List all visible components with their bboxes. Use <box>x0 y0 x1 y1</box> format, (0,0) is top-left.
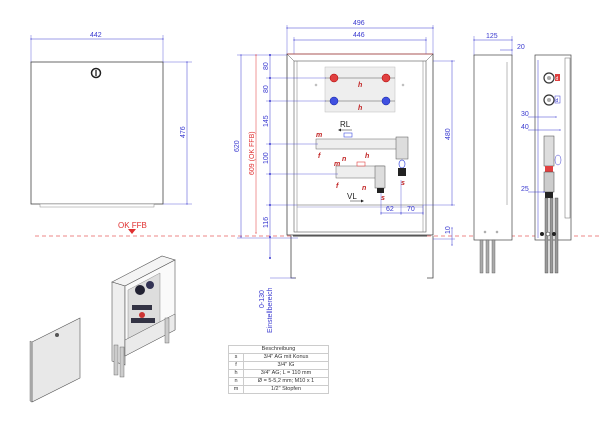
part-label-s: s <box>381 195 385 202</box>
side-view: 125 20 <box>473 33 525 274</box>
inner-height-label: 480 <box>445 128 452 140</box>
total-height-label: 620 <box>234 140 241 152</box>
isometric-door <box>29 317 81 403</box>
supply-flow-label: VL <box>347 192 357 201</box>
valve-red-icon <box>329 73 339 83</box>
spacing-label: 80 <box>263 85 270 93</box>
part-label-s: s <box>401 180 405 187</box>
offset-label: 62 <box>386 206 394 213</box>
ok-ffb-label: OK FFB <box>118 221 147 230</box>
cover-height-label: 476 <box>180 126 187 138</box>
section-offset-label: 25 <box>521 186 529 193</box>
part-label-h: h <box>358 105 362 112</box>
svg-text:d: d <box>556 76 559 82</box>
spacing-label: 80 <box>263 62 270 70</box>
part-label-m: m <box>316 132 322 139</box>
ok-ffb-height-label: 609 (OK FFB) <box>249 131 256 175</box>
inner-width-label: 446 <box>353 32 365 39</box>
svg-text:d: d <box>556 98 559 104</box>
cover-panel <box>30 61 164 205</box>
part-label-m: m <box>334 161 340 168</box>
valve-red-icon <box>381 73 391 83</box>
frame-label: 20 <box>517 44 525 51</box>
spacing-label: 116 <box>263 217 270 228</box>
depth-label: 125 <box>486 33 498 40</box>
part-label-h: h <box>358 82 362 89</box>
cover-width-label: 442 <box>90 32 102 39</box>
legend-title: Beschreibung <box>228 345 329 354</box>
offset-label: 70 <box>407 206 415 213</box>
part-label-f: f <box>318 153 321 160</box>
part-label-n: n <box>342 156 346 163</box>
return-flow-label: RL <box>340 120 351 129</box>
adjust-range-label: 0-130 <box>259 290 266 308</box>
badge-red <box>555 74 560 81</box>
front-cover-view: 442 476 <box>30 32 192 208</box>
valve-blue-icon <box>381 96 391 106</box>
spacing-label: 145 <box>263 115 270 127</box>
adjust-range-caption: Einstellbereich <box>267 287 274 333</box>
front-open-view: 496 446 h h RL <box>234 20 455 333</box>
isometric-box <box>111 255 176 378</box>
part-label-h: h <box>365 153 369 160</box>
spacing-label: 100 <box>263 152 270 164</box>
section-offset-label: 30 <box>521 111 529 118</box>
reference-marker-icon <box>128 229 136 234</box>
section-offset-label: 40 <box>521 124 529 131</box>
outer-width-label: 496 <box>353 20 365 27</box>
part-label-f: f <box>336 183 339 190</box>
section-view: d d 30 40 25 <box>521 54 572 274</box>
part-label-n: n <box>362 185 366 192</box>
bottom-offset-label: 10 <box>445 226 452 234</box>
valve-blue-icon <box>329 96 339 106</box>
